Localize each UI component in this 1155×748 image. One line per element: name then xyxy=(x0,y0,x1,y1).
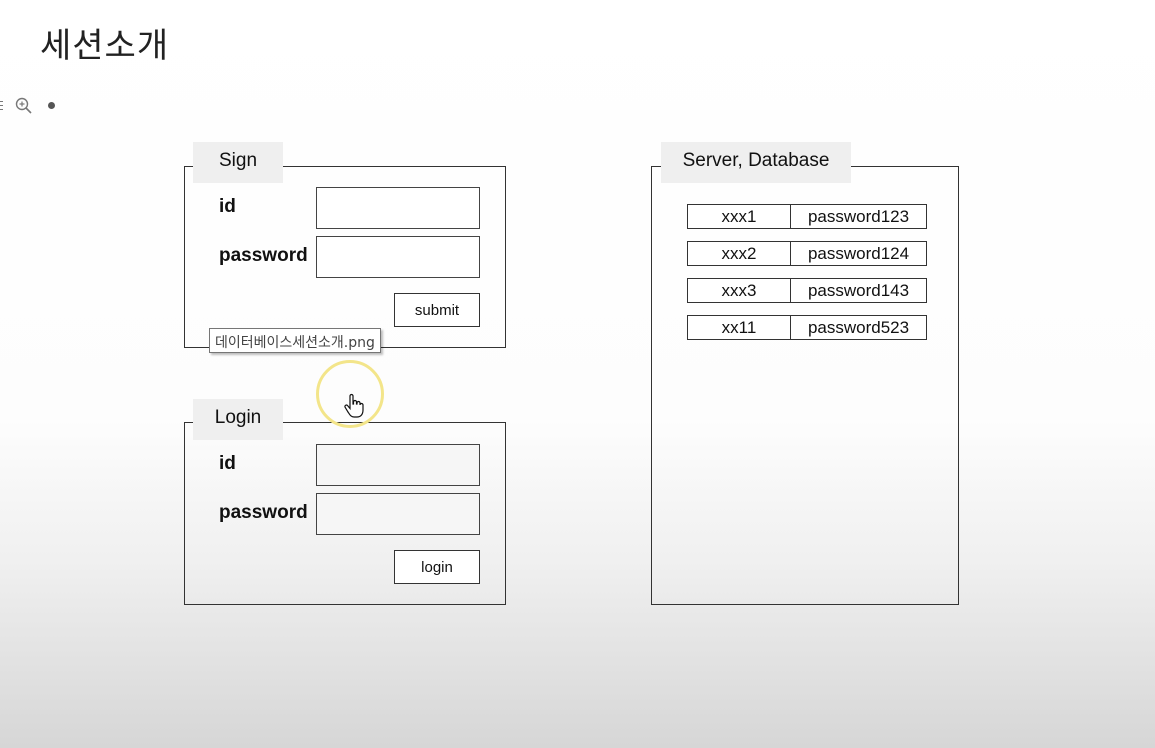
dot-icon[interactable] xyxy=(48,102,55,109)
db-password-cell: password124 xyxy=(790,241,927,266)
list-icon[interactable] xyxy=(0,98,5,112)
sign-password-input[interactable] xyxy=(316,236,480,278)
hand-cursor-icon xyxy=(344,393,364,418)
zoom-in-icon[interactable] xyxy=(15,97,33,115)
db-id-cell: xxx1 xyxy=(687,204,791,229)
sign-id-input[interactable] xyxy=(316,187,480,229)
database-panel-label: Server, Database xyxy=(661,142,851,183)
database-panel xyxy=(651,166,959,605)
sign-password-label: password xyxy=(219,245,308,266)
login-id-input[interactable] xyxy=(316,444,480,486)
db-id-cell: xxx2 xyxy=(687,241,791,266)
sign-panel-label: Sign xyxy=(193,142,283,183)
login-password-input[interactable] xyxy=(316,493,480,535)
submit-button[interactable]: submit xyxy=(394,293,480,327)
cursor-highlight xyxy=(316,360,384,428)
db-password-cell: password523 xyxy=(790,315,927,340)
login-id-label: id xyxy=(219,453,236,474)
db-password-cell: password143 xyxy=(790,278,927,303)
login-password-label: password xyxy=(219,502,308,523)
login-panel-label: Login xyxy=(193,399,283,440)
page-title: 세션소개 xyxy=(40,26,170,66)
db-password-cell: password123 xyxy=(790,204,927,229)
login-button[interactable]: login xyxy=(394,550,480,584)
file-tooltip: 데이터베이스세션소개.png xyxy=(209,328,381,353)
db-id-cell: xxx3 xyxy=(687,278,791,303)
sign-id-label: id xyxy=(219,196,236,217)
db-id-cell: xx11 xyxy=(687,315,791,340)
